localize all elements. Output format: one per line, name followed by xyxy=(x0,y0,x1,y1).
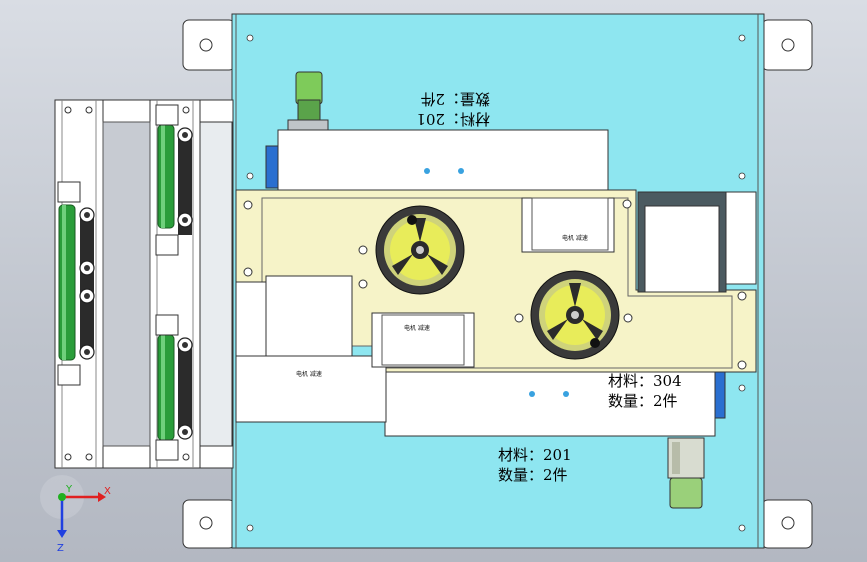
axis-y-label: Y xyxy=(65,484,73,495)
handwheel-left xyxy=(375,205,465,295)
annotation-mid-quantity: 数量：2件 xyxy=(608,392,678,410)
axis-x-label: X xyxy=(104,486,111,497)
green-rollers xyxy=(57,104,193,461)
component-label-left: 电机 减速 xyxy=(296,370,322,378)
block-top xyxy=(277,129,609,193)
block-bottom xyxy=(384,371,716,437)
component-label-right: 电机 减速 xyxy=(562,234,588,242)
mounting-ears xyxy=(182,19,813,549)
motor-top xyxy=(287,71,329,131)
annotation-top-material: 材料：201 xyxy=(416,110,490,128)
roller xyxy=(157,124,175,229)
handwheel-right xyxy=(530,270,620,360)
annotation-top-quantity: 数量：2件 xyxy=(420,90,490,108)
block-left xyxy=(265,275,353,363)
axis-triad: X Y Z xyxy=(40,475,111,554)
annotation-bottom-material: 材料：201 xyxy=(498,446,572,464)
annotation-mid-material: 材料：304 xyxy=(608,372,682,390)
roller xyxy=(58,204,76,361)
axis-z-label: Z xyxy=(57,543,64,554)
annotation-bottom-quantity: 数量：2件 xyxy=(498,466,568,484)
component-label-center: 电机 减速 xyxy=(404,324,430,332)
motor-bottom xyxy=(667,437,705,509)
roller xyxy=(157,334,175,441)
